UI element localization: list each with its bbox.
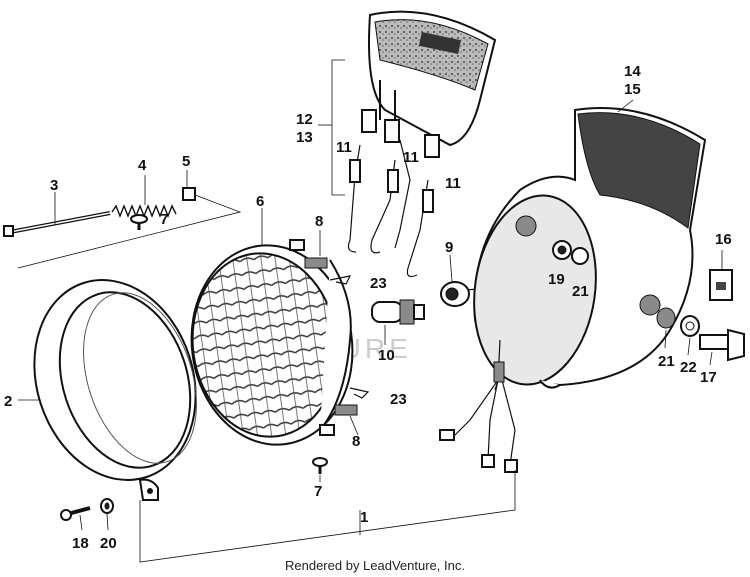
callout-4: 4 bbox=[138, 157, 147, 174]
callout-7-top: 7 bbox=[160, 211, 168, 228]
clip-23-top bbox=[329, 275, 352, 285]
callout-11-c: 11 bbox=[445, 175, 461, 192]
screw-3 bbox=[3, 211, 111, 237]
callout-21-right: 21 bbox=[658, 353, 675, 370]
screw-18 bbox=[60, 506, 91, 521]
clip-8-bottom bbox=[334, 404, 358, 416]
callout-22: 22 bbox=[680, 359, 697, 376]
screw-7-top bbox=[130, 214, 148, 230]
callout-2: 2 bbox=[4, 393, 12, 410]
screw-7-bottom bbox=[312, 457, 328, 474]
callout-10: 10 bbox=[378, 347, 395, 364]
callout-11-b: 11 bbox=[403, 149, 419, 166]
callout-17: 17 bbox=[700, 369, 717, 386]
footer-credit: Rendered by LeadVenture, Inc. bbox=[285, 558, 465, 573]
callout-8-top: 8 bbox=[315, 213, 323, 230]
callout-20: 20 bbox=[100, 535, 117, 552]
callout-3: 3 bbox=[50, 177, 58, 194]
nut-5 bbox=[182, 187, 196, 201]
callout-9: 9 bbox=[445, 239, 453, 256]
callout-23-top: 23 bbox=[370, 275, 387, 292]
bulb-10 bbox=[371, 299, 425, 325]
callout-19: 19 bbox=[548, 271, 565, 288]
clip-8-top bbox=[304, 257, 328, 269]
callout-11-a: 11 bbox=[336, 139, 352, 156]
callout-13: 13 bbox=[296, 129, 313, 146]
callout-6: 6 bbox=[256, 193, 264, 210]
callout-16: 16 bbox=[715, 231, 732, 248]
callout-23-bottom: 23 bbox=[390, 391, 407, 408]
wiring-harness bbox=[439, 339, 518, 473]
washer-20 bbox=[100, 498, 114, 514]
callout-21-top: 21 bbox=[572, 283, 589, 300]
bulb-wires bbox=[347, 139, 434, 278]
headlight-rim-2 bbox=[33, 279, 197, 501]
speedometer-assembly bbox=[361, 10, 497, 158]
washer-21-right bbox=[656, 307, 676, 329]
callout-15: 15 bbox=[624, 81, 641, 98]
callout-7-bottom: 7 bbox=[314, 483, 322, 500]
sealed-beam-unit-6 bbox=[190, 239, 354, 446]
clip-23-bottom bbox=[349, 387, 370, 399]
callout-1: 1 bbox=[360, 509, 368, 526]
callout-14: 14 bbox=[624, 63, 641, 80]
washer-21-top bbox=[571, 247, 589, 265]
callout-18: 18 bbox=[72, 535, 89, 552]
callout-12: 12 bbox=[296, 111, 313, 128]
bolt-17 bbox=[699, 328, 745, 362]
callout-8-bottom: 8 bbox=[352, 433, 360, 450]
callout-5: 5 bbox=[182, 153, 190, 170]
